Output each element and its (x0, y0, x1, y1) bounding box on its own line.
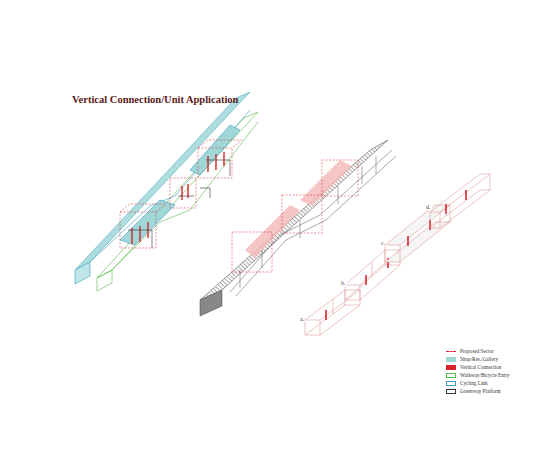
legend-text: Vertical Connection (460, 364, 501, 370)
legend-text: Greenway Platform (460, 388, 501, 394)
unit-frames (305, 174, 490, 335)
legend-swatch (446, 381, 456, 386)
legend-swatch (446, 357, 456, 362)
unit-label: d. (425, 204, 432, 210)
legend-row: Proposed Sector (446, 347, 510, 355)
unit-label: c. (380, 240, 386, 246)
legend-swatch (446, 373, 456, 378)
legend-swatch (446, 351, 456, 352)
legend: Proposed SectorShop/Res./GalleryVertical… (446, 347, 510, 395)
legend-text: Walkway/Bicycle Entry (460, 372, 510, 378)
legend-row: Vertical Connection (446, 363, 510, 371)
legend-swatch (446, 365, 456, 370)
greenway-left (75, 92, 258, 291)
title: Vertical Connection/Unit Application (72, 94, 238, 105)
legend-swatch (446, 389, 456, 394)
unit-label: a. (299, 316, 305, 322)
unit-label: b. (340, 280, 347, 286)
legend-row: Cycling Link (446, 379, 510, 387)
legend-text: Cycling Link (460, 380, 488, 386)
legend-row: Greenway Platform (446, 387, 510, 395)
legend-text: Proposed Sector (460, 348, 494, 354)
legend-row: Shop/Res./Gallery (446, 355, 510, 363)
legend-row: Walkway/Bicycle Entry (446, 371, 510, 379)
legend-text: Shop/Res./Gallery (460, 356, 498, 362)
greenway-middle (200, 140, 396, 316)
